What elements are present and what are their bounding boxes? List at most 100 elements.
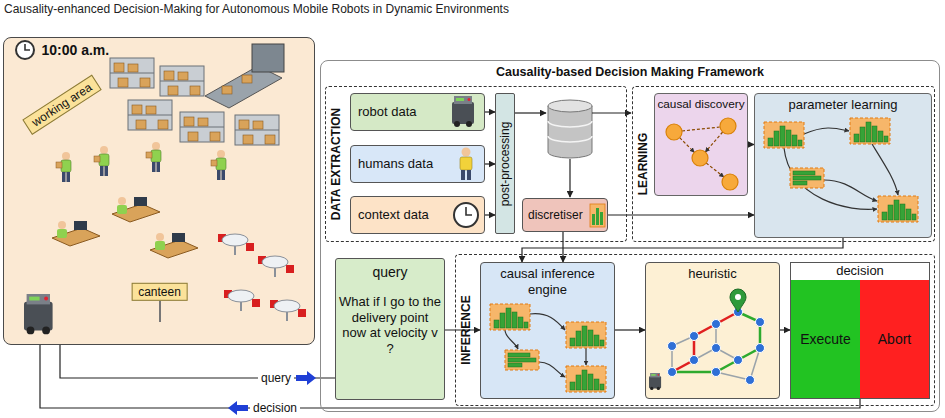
connector xyxy=(485,214,495,215)
area-sign: working area xyxy=(22,74,101,134)
conveyor-part xyxy=(252,44,284,72)
robot xyxy=(649,373,661,390)
database-cylinder-part xyxy=(548,106,592,158)
path-graph-part-part xyxy=(712,368,721,377)
node-label: discretiser xyxy=(528,208,583,222)
node-label: query xyxy=(372,264,407,281)
connector xyxy=(780,329,790,330)
node-label: decision xyxy=(836,263,884,279)
worker xyxy=(56,152,71,182)
clock-icon-part xyxy=(466,207,472,215)
database-cylinder-part xyxy=(548,121,592,127)
page-header: Causality-enhanced Decision-Making for A… xyxy=(4,2,509,16)
histogram-icon-part xyxy=(590,204,605,227)
path-graph-part-part xyxy=(712,320,721,329)
histogram xyxy=(505,350,539,370)
clock-icon-part xyxy=(454,203,478,227)
path-graph-part-part xyxy=(756,318,765,327)
path-graph-part-part xyxy=(716,372,750,380)
desk xyxy=(52,221,100,246)
data-box: robot data xyxy=(350,93,485,131)
data-flow-arrow-part xyxy=(592,112,631,113)
clock-icon xyxy=(16,41,34,59)
goal-pin-part xyxy=(730,289,746,312)
path-graph-part-part xyxy=(672,312,760,372)
path-graph-part xyxy=(668,308,765,385)
inference-network-part-part xyxy=(539,362,565,377)
group-box: DATA EXTRACTION robot data humans data c… xyxy=(325,86,627,242)
execute-box: Execute xyxy=(791,280,860,398)
process-box: discretiser xyxy=(522,198,608,232)
group-box: INFERENCE causal inference engine xyxy=(455,254,935,406)
worker xyxy=(146,142,161,172)
robot xyxy=(452,96,474,127)
decision-panel: decisionExecute Abort xyxy=(790,262,930,399)
connector xyxy=(485,163,495,164)
path-graph-part-part xyxy=(672,336,694,346)
data-flow-arrow xyxy=(515,113,631,197)
path-graph-part-part xyxy=(694,348,716,360)
causal-graph-part-part xyxy=(666,124,682,140)
shelf xyxy=(128,100,172,130)
framework-box: Causality-based Decision Making Framewor… xyxy=(320,60,940,412)
direction-arrow xyxy=(228,401,248,415)
conveyor-part xyxy=(242,75,252,83)
human-icon-part xyxy=(462,148,471,157)
causal-graph-part-part xyxy=(720,118,736,134)
inference-network-part-part xyxy=(530,314,565,330)
direction-arrow xyxy=(296,371,316,385)
edge-label: query xyxy=(258,371,294,385)
worker xyxy=(211,150,226,180)
histogram xyxy=(490,304,530,330)
node-label: parameter learning xyxy=(788,97,897,113)
path-graph-part-part xyxy=(746,376,755,385)
abort-box: Abort xyxy=(860,280,929,398)
node-label: context data xyxy=(358,207,429,223)
causal-graph-part xyxy=(680,127,724,177)
connector xyxy=(485,111,495,112)
connector xyxy=(562,232,563,262)
data-box: context data xyxy=(350,196,485,234)
node-label: LEARNING xyxy=(636,133,650,196)
node-label: 10:00 a.m. xyxy=(42,41,110,58)
path-graph-part-part xyxy=(750,348,760,380)
clock-icon-part xyxy=(16,41,34,59)
data-flow-arrow-part xyxy=(515,112,546,113)
canteen-table xyxy=(270,300,306,321)
database-cylinder-part xyxy=(548,136,592,142)
path-graph-part-part xyxy=(734,356,743,365)
clock-icon-part xyxy=(25,44,30,50)
causal-graph-part-part xyxy=(722,174,738,190)
conveyor xyxy=(205,44,284,108)
histogram-icon-part xyxy=(592,214,595,225)
causal-graph-part-part xyxy=(682,127,720,131)
shelf xyxy=(160,66,204,96)
sign-pole xyxy=(159,300,161,322)
histogram xyxy=(764,122,804,148)
node-body: What if I go to the delivery point now a… xyxy=(339,294,441,356)
process-box: causal inference engine xyxy=(480,262,615,399)
robot xyxy=(24,294,53,334)
connector xyxy=(608,214,754,215)
path-graph-part-part xyxy=(668,368,677,377)
canteen-table xyxy=(218,234,254,255)
path-graph-part-part xyxy=(716,348,738,360)
canteen-table xyxy=(224,290,260,311)
node-label: Abort xyxy=(878,331,911,348)
edge-label: decision xyxy=(250,401,300,415)
node-label: humans data xyxy=(358,156,433,172)
shelf xyxy=(180,112,224,142)
causal-graph-part-part xyxy=(692,150,708,166)
conveyor-part xyxy=(222,86,232,94)
node-label: INFERENCE xyxy=(459,295,473,364)
human-icon-part xyxy=(460,157,472,170)
scene-panel: 10:00 a.m.working areacanteen xyxy=(3,37,315,345)
parameter-network-part xyxy=(784,128,898,209)
histogram xyxy=(566,322,606,348)
node-label: DATA EXTRACTION xyxy=(329,108,343,220)
node-label: heuristic xyxy=(688,266,736,282)
path-graph-part-part xyxy=(690,356,699,365)
path-graph-part-part xyxy=(734,308,743,317)
